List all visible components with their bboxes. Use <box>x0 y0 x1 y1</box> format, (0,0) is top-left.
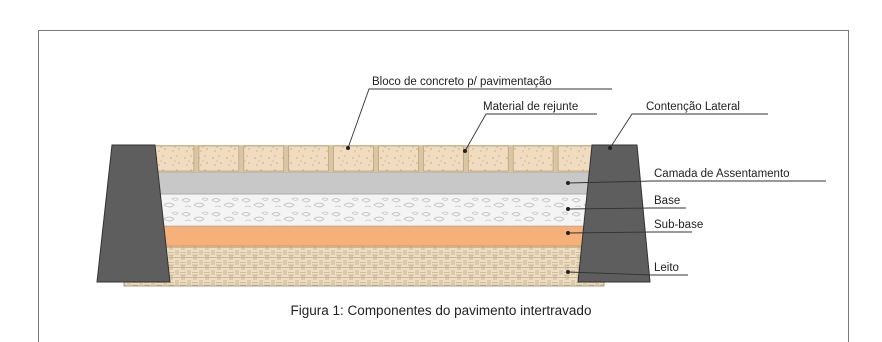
label-rejunte: Material de rejunte <box>483 101 578 113</box>
concrete-block <box>423 145 464 172</box>
concrete-blocks <box>153 145 599 172</box>
label-contencao: Contenção Lateral <box>646 101 740 113</box>
contencao-left <box>96 144 171 283</box>
concrete-block <box>467 145 509 172</box>
concrete-block <box>153 145 195 172</box>
label-base: Base <box>654 195 680 207</box>
concrete-block <box>243 145 285 172</box>
leito-layer <box>123 245 605 287</box>
concrete-block <box>512 145 554 172</box>
concrete-block <box>333 145 374 172</box>
label-bloco: Bloco de concreto p/ pavimentação <box>372 76 552 88</box>
subbase-layer <box>157 225 599 247</box>
contencao-right <box>577 144 651 283</box>
leader-dots <box>346 146 612 274</box>
concrete-block <box>288 145 329 172</box>
label-leito: Leito <box>654 262 679 274</box>
leader-lines <box>347 88 826 276</box>
base-layer <box>155 193 599 227</box>
figure-caption: Figura 1: Componentes do pavimento inter… <box>291 303 592 318</box>
figure-frame <box>38 30 849 342</box>
assentamento-layer <box>153 171 599 195</box>
label-assentamento: Camada de Assentamento <box>654 168 790 180</box>
concrete-block <box>198 145 240 172</box>
concrete-block <box>378 145 419 172</box>
label-subbase: Sub-base <box>654 219 703 231</box>
